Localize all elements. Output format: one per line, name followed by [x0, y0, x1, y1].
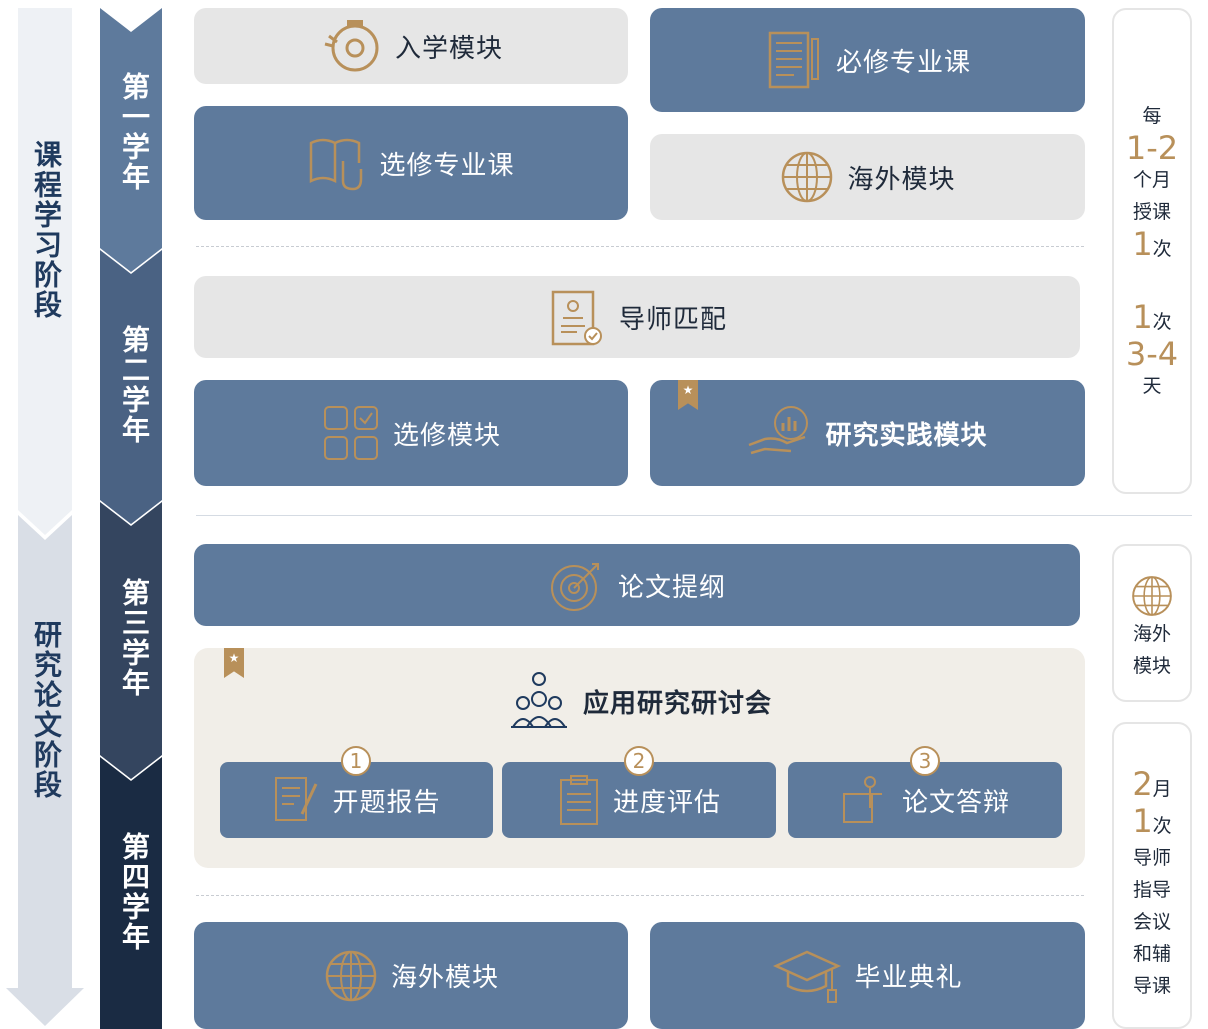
overseas-side-text-2: 模块 — [1132, 655, 1171, 677]
resume-icon — [551, 290, 602, 346]
meet-text-1: 导师 — [1132, 847, 1171, 869]
target-icon — [550, 563, 599, 611]
divider-dashed-1 — [196, 246, 1084, 247]
divider-dashed-2 — [196, 895, 1084, 896]
step-1-badge: 1 — [341, 746, 371, 776]
freq-text-1: 每 — [1142, 105, 1162, 127]
freq-text-3: 授课 — [1132, 201, 1171, 223]
thesis-outline-module: 论文提纲 — [194, 544, 1080, 626]
year-3-label: 第三学年 — [118, 578, 151, 698]
clipboard-icon — [559, 775, 598, 825]
seminar-label: 应用研究研讨会 — [582, 688, 772, 719]
overseas-module-2: 海外模块 — [194, 922, 628, 1029]
globe-icon-3 — [1132, 576, 1172, 616]
year-chevrons — [100, 8, 162, 1029]
meet-text-5: 导课 — [1132, 975, 1171, 997]
meet-text-2: 指导 — [1132, 879, 1171, 901]
mentor-label: 导师匹配 — [618, 304, 727, 335]
elective-course-label: 选修专业课 — [379, 150, 515, 181]
freq-text-4: 次 — [1152, 238, 1172, 260]
required-course-module: 必修专业课 — [650, 8, 1085, 112]
elective-course-module: 选修专业课 — [194, 106, 628, 220]
star-ribbon-icon-2: ★ — [224, 648, 244, 678]
step-3-badge: 3 — [910, 746, 940, 776]
star-ribbon-icon: ★ — [678, 380, 698, 410]
meet-num-1: 2 — [1132, 765, 1153, 803]
year-4-label: 第四学年 — [118, 832, 151, 952]
grid-check-icon — [323, 406, 378, 460]
meet-unit-2: 次 — [1152, 815, 1172, 837]
meet-text-4: 和辅 — [1132, 943, 1171, 965]
notebook-icon — [768, 31, 819, 89]
freq-num-2: 1 — [1132, 298, 1153, 336]
presenter-icon — [842, 776, 882, 823]
research-practice-label: 研究实践模块 — [825, 420, 988, 451]
research-practice-module: ★ 研究实践模块 — [650, 380, 1085, 486]
mentor-matching-module: 导师匹配 — [194, 276, 1080, 358]
stage-label-thesis: 研究论文阶段 — [30, 620, 63, 800]
overseas-2-label: 海外模块 — [390, 963, 499, 993]
freq-range-1: 1-2 — [1125, 129, 1179, 167]
stage-divider — [196, 515, 1192, 516]
book-hand-icon — [310, 138, 363, 191]
enrollment-label: 入学模块 — [394, 33, 503, 64]
year-1-label: 第一学年 — [118, 72, 151, 192]
overseas-1-label: 海外模块 — [847, 164, 956, 195]
meet-text-3: 会议 — [1132, 911, 1171, 933]
freq-text-6: 天 — [1142, 375, 1162, 397]
freq-text-5: 次 — [1152, 311, 1172, 333]
graduation-cap-icon — [773, 950, 842, 1003]
elective-module-label: 选修模块 — [392, 420, 501, 451]
required-label: 必修专业课 — [835, 47, 971, 78]
mentor-meeting-box: 2月 1次 导师 指导 会议 和辅 导课 — [1112, 722, 1192, 1029]
team-idea-icon — [510, 672, 567, 728]
overseas-side-box: 海外 模块 — [1112, 544, 1192, 702]
bell-icon — [324, 20, 379, 72]
stage-label-course: 课程学习阶段 — [30, 140, 63, 320]
stage-arrows — [6, 8, 84, 1026]
graduation-module: 毕业典礼 — [650, 922, 1085, 1029]
hand-chart-icon — [749, 406, 809, 455]
enrollment-module: 入学模块 — [194, 8, 628, 84]
freq-num-1: 1 — [1132, 225, 1153, 263]
graduation-label: 毕业典礼 — [854, 963, 963, 993]
defense-step: 论文答辩 — [788, 762, 1062, 838]
progress-label: 进度评估 — [612, 787, 721, 818]
globe-icon-2 — [325, 950, 377, 1001]
overseas-module-1: 海外模块 — [650, 134, 1085, 220]
document-pen-icon — [275, 777, 318, 821]
overseas-side-text-1: 海外 — [1132, 623, 1171, 645]
freq-text-2: 个月 — [1132, 169, 1171, 191]
elective-module: 选修模块 — [194, 380, 628, 486]
outline-label: 论文提纲 — [617, 572, 726, 603]
meet-unit-1: 月 — [1152, 778, 1172, 800]
proposal-label: 开题报告 — [332, 787, 441, 818]
step-2-badge: 2 — [624, 746, 654, 776]
year-2-label: 第二学年 — [118, 325, 151, 445]
teaching-frequency-box: 每 1-2 个月 授课 1次 1次 3-4 天 — [1112, 8, 1192, 494]
freq-range-2: 3-4 — [1125, 335, 1179, 373]
globe-icon — [782, 151, 833, 203]
seminar-header: 应用研究研讨会 — [194, 668, 1085, 734]
defense-label: 论文答辩 — [901, 787, 1010, 818]
meet-num-2: 1 — [1132, 802, 1153, 840]
